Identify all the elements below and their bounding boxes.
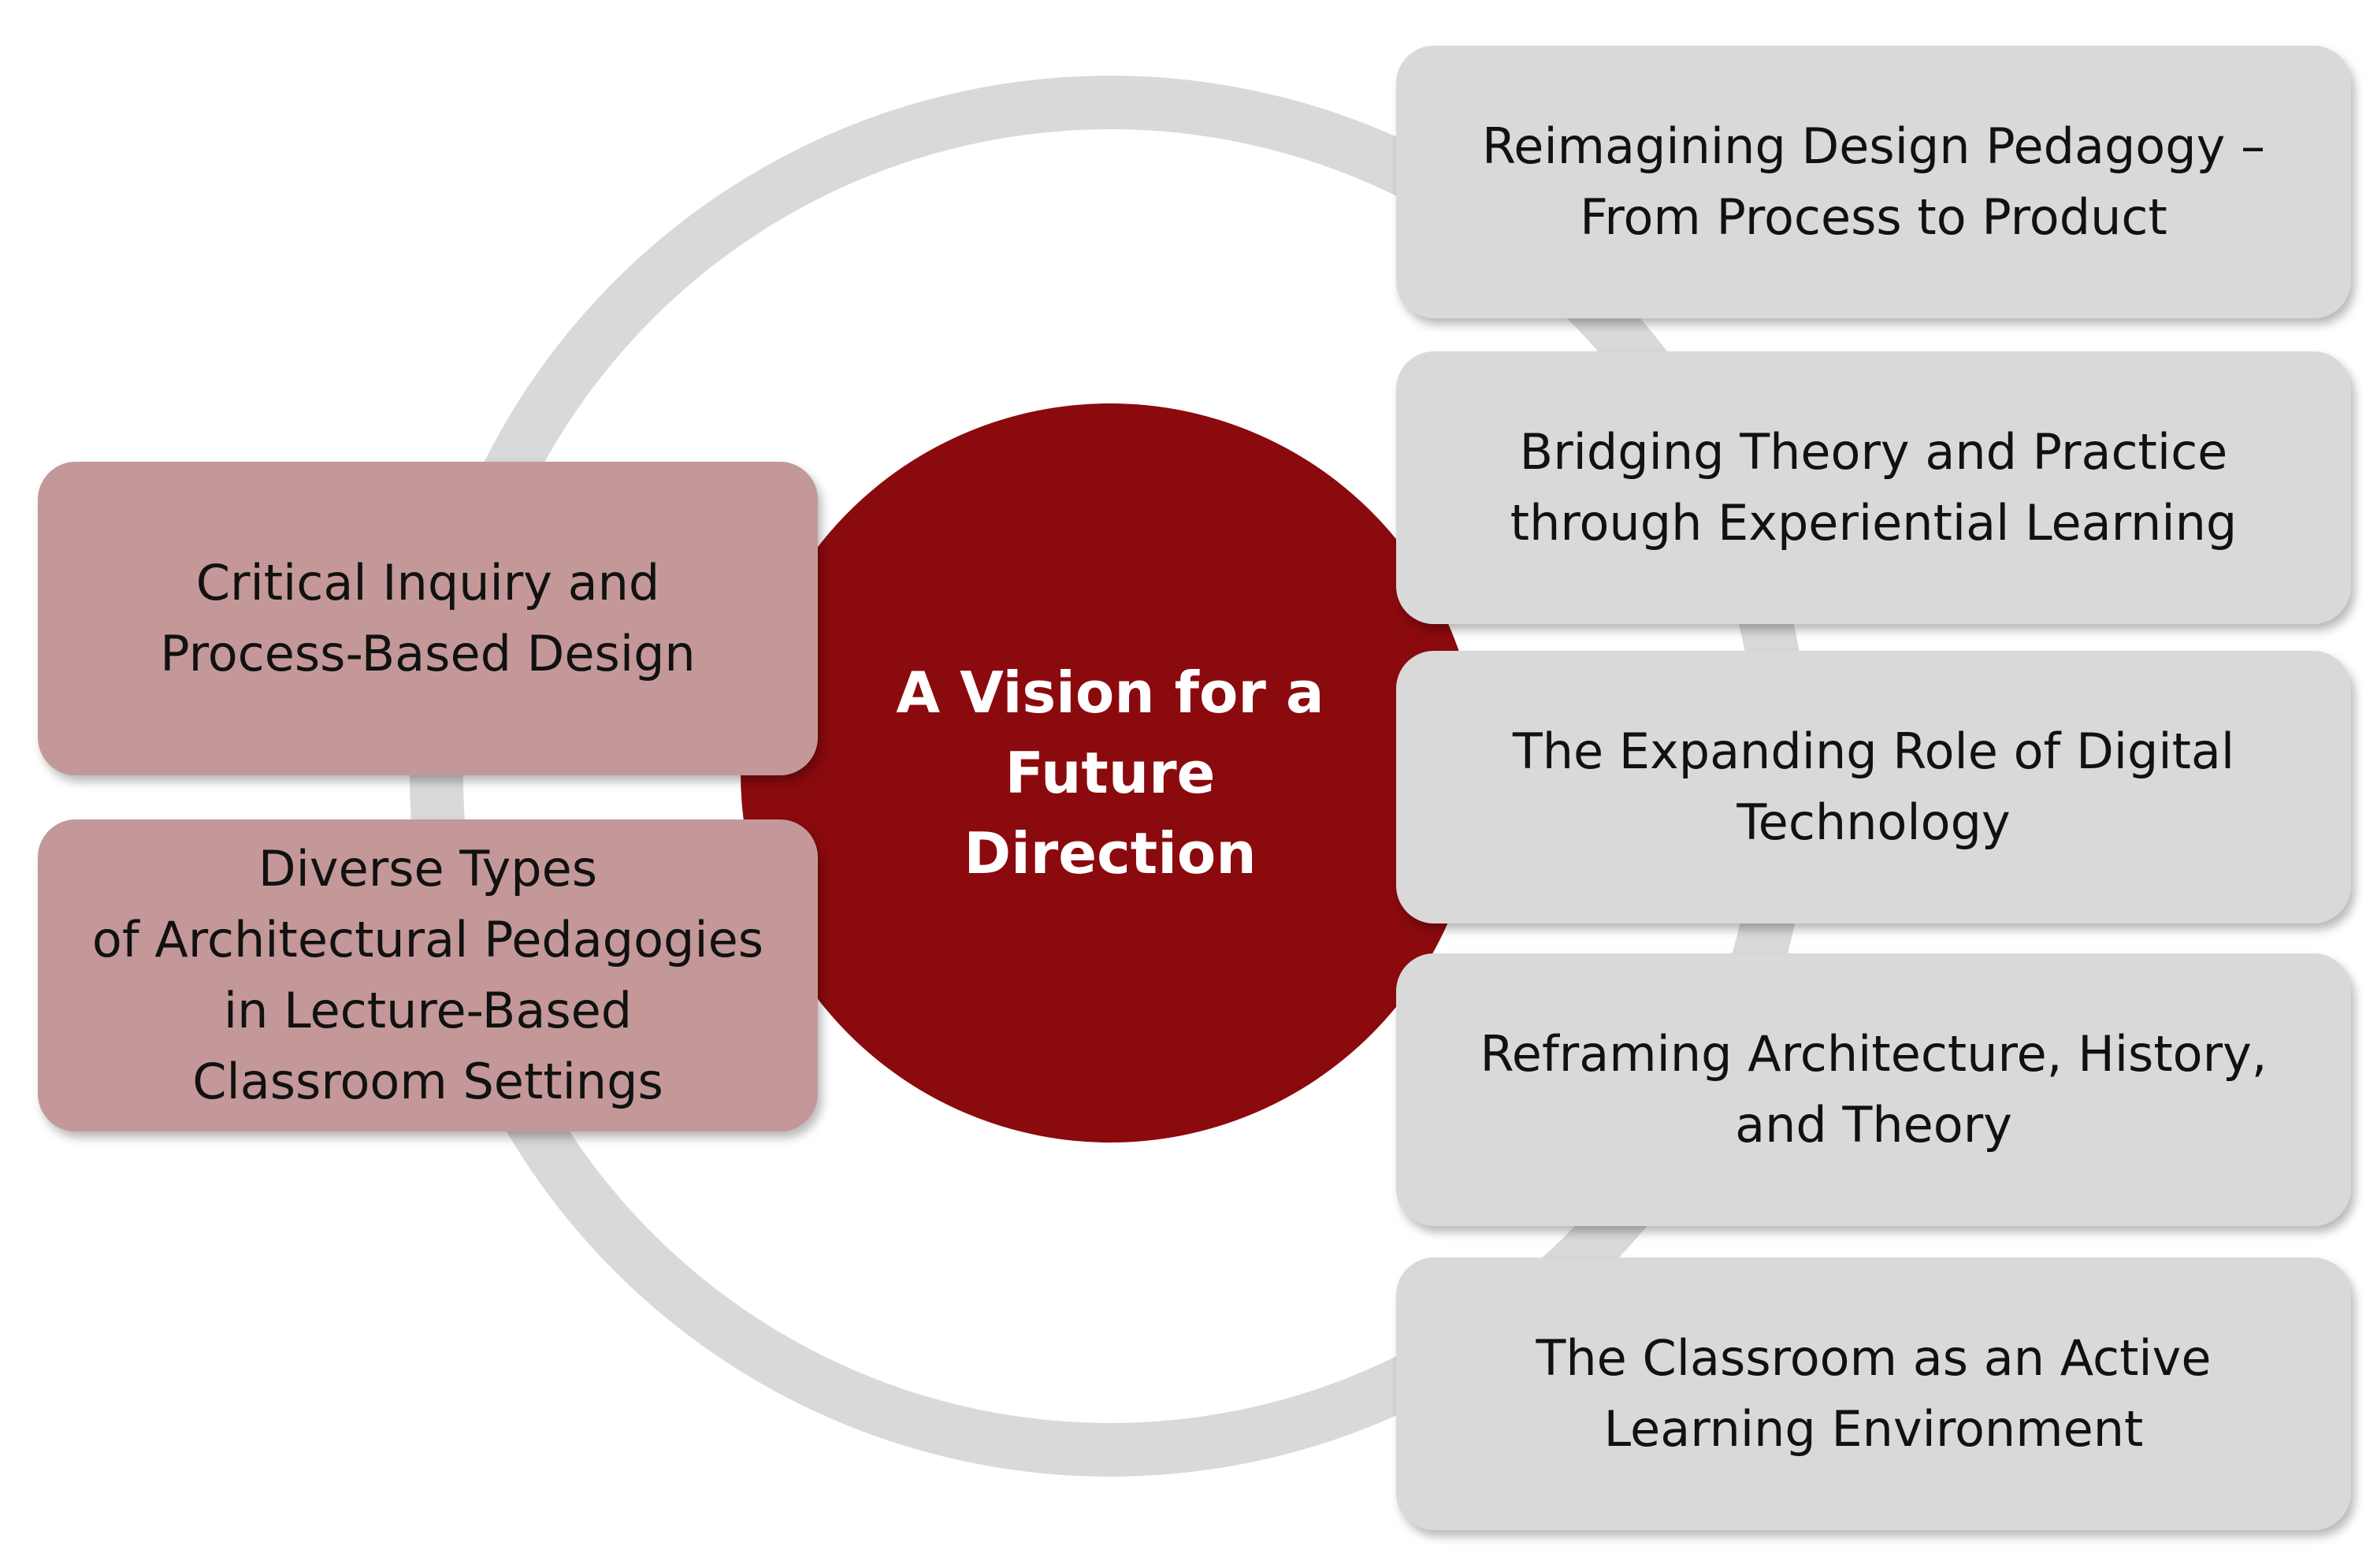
box-label-line: and Theory: [1735, 1096, 2012, 1154]
right-box-digital-technology: The Expanding Role of Digital Technology: [1396, 651, 2351, 923]
left-box-diverse-types: Diverse Types of Architectural Pedagogie…: [38, 819, 818, 1131]
right-box-active-classroom: The Classroom as an Active Learning Envi…: [1396, 1258, 2351, 1530]
box-label-line: Technology: [1736, 793, 2011, 851]
left-box-critical-inquiry: Critical Inquiry and Process-Based Desig…: [38, 462, 818, 775]
right-box-reframing-architecture: Reframing Architecture, History, and The…: [1396, 953, 2351, 1226]
box-label-line: of Architectural Pedagogies: [91, 911, 764, 968]
right-box-bridging-theory: Bridging Theory and Practice through Exp…: [1396, 351, 2351, 624]
box-label-line: The Expanding Role of Digital: [1512, 723, 2235, 780]
box-label-line: in Lecture-Based: [223, 982, 633, 1039]
box-label-line: Bridging Theory and Practice: [1519, 423, 2228, 481]
central-theme-title-line: Future Direction: [964, 740, 1257, 886]
box-label-line: Diverse Types: [258, 840, 598, 897]
box-label-line: From Process to Product: [1580, 188, 2167, 246]
central-theme-circle: A Vision for a Future Direction: [741, 403, 1480, 1143]
box-label-line: Reimagining Design Pedagogy –: [1482, 117, 2265, 175]
central-theme-title: A Vision for a Future Direction: [858, 652, 1362, 894]
central-theme-title-line: A Vision for a: [896, 660, 1324, 726]
right-box-reimagining-design: Reimagining Design Pedagogy – From Proce…: [1396, 46, 2351, 318]
box-label-line: through Experiential Learning: [1510, 494, 2238, 552]
box-label-line: The Classroom as an Active: [1536, 1329, 2212, 1387]
box-label-line: Process-Based Design: [160, 625, 696, 682]
box-label-line: Classroom Settings: [192, 1053, 663, 1110]
box-label-line: Reframing Architecture, History,: [1480, 1025, 2268, 1083]
box-label-line: Learning Environment: [1603, 1400, 2144, 1458]
box-label-line: Critical Inquiry and: [195, 554, 660, 611]
